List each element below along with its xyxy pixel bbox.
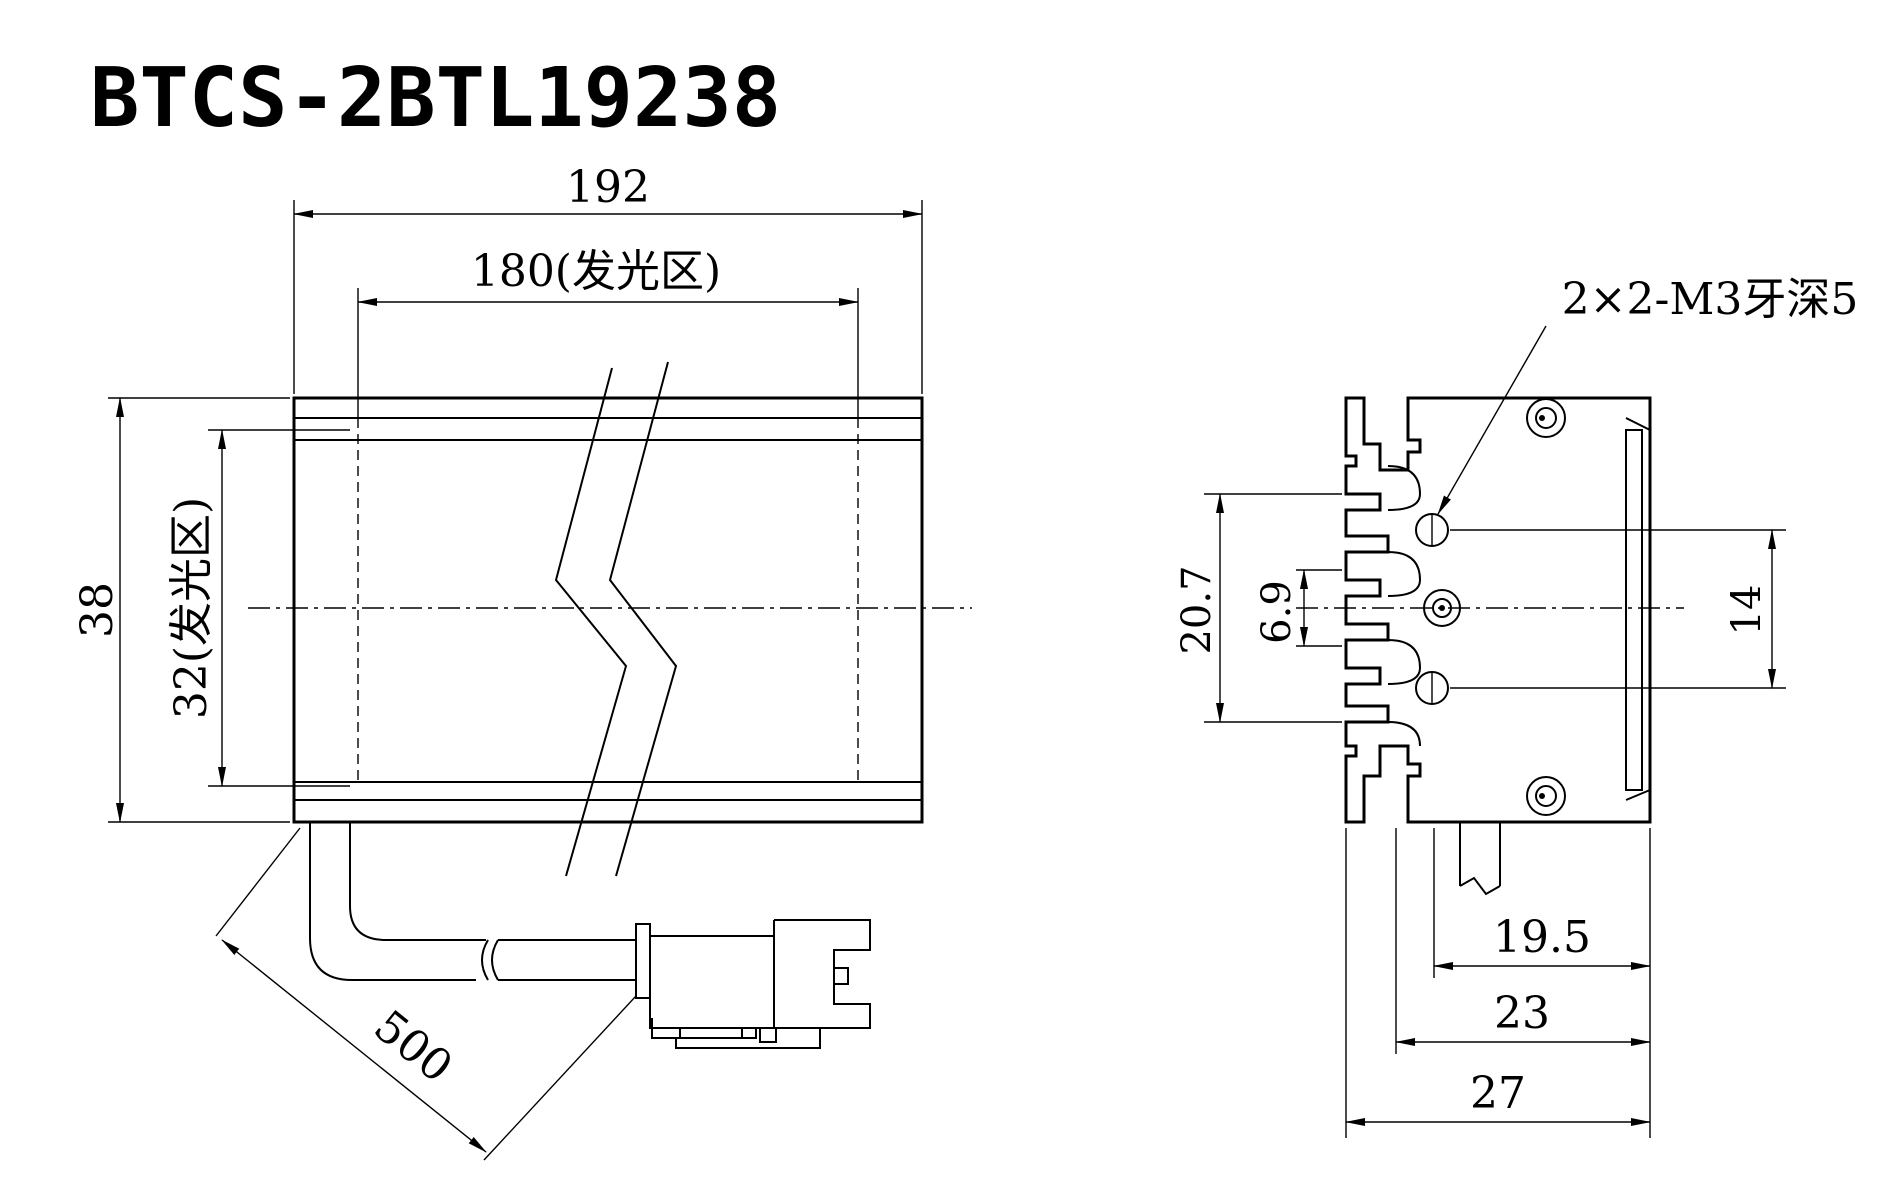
cable-break — [481, 939, 499, 981]
threaded-hole-bottom — [1415, 671, 1449, 705]
cable-inner — [349, 822, 486, 941]
hole-callout-label: 2×2-M3牙深5 — [1562, 274, 1859, 325]
break-line-right — [608, 361, 678, 877]
dim-23-label: 23 — [1494, 988, 1550, 1039]
dim-38-label: 38 — [72, 582, 123, 638]
cable-outer — [309, 822, 476, 981]
dim-27-label: 27 — [1470, 1068, 1526, 1119]
connector-plug — [635, 919, 871, 1049]
dim-192-label: 192 — [566, 162, 650, 213]
corner-screw-bottom — [1526, 776, 1566, 816]
dim-500-label: 500 — [364, 1001, 461, 1093]
lens-window — [1625, 429, 1643, 791]
hole-callout-leader — [1437, 325, 1547, 515]
side-view: 2×2-M3牙深5 20.7 6.9 14 19.5 23 27 — [1174, 274, 1858, 1138]
dim-19-5-label: 19.5 — [1493, 912, 1591, 963]
dim-180-label: 180(发光区) — [471, 246, 721, 297]
model-title: BTCS-2BTL19238 — [90, 51, 781, 146]
dim-20-7-label: 20.7 — [1174, 565, 1220, 654]
dim-6-9-label: 6.9 — [1254, 580, 1300, 644]
profile-outline — [1344, 396, 1652, 824]
break-line-left — [554, 367, 628, 877]
threaded-hole-top — [1415, 513, 1449, 547]
dim-32-label: 32(发光区) — [166, 497, 217, 719]
light-body-outline — [292, 396, 924, 824]
front-view: 192 180(发光区) 38 32(发光区) — [72, 162, 972, 1161]
dim-14-label: 14 — [1724, 585, 1770, 636]
corner-screw-top — [1526, 398, 1566, 438]
dim-line-500 — [221, 939, 487, 1153]
